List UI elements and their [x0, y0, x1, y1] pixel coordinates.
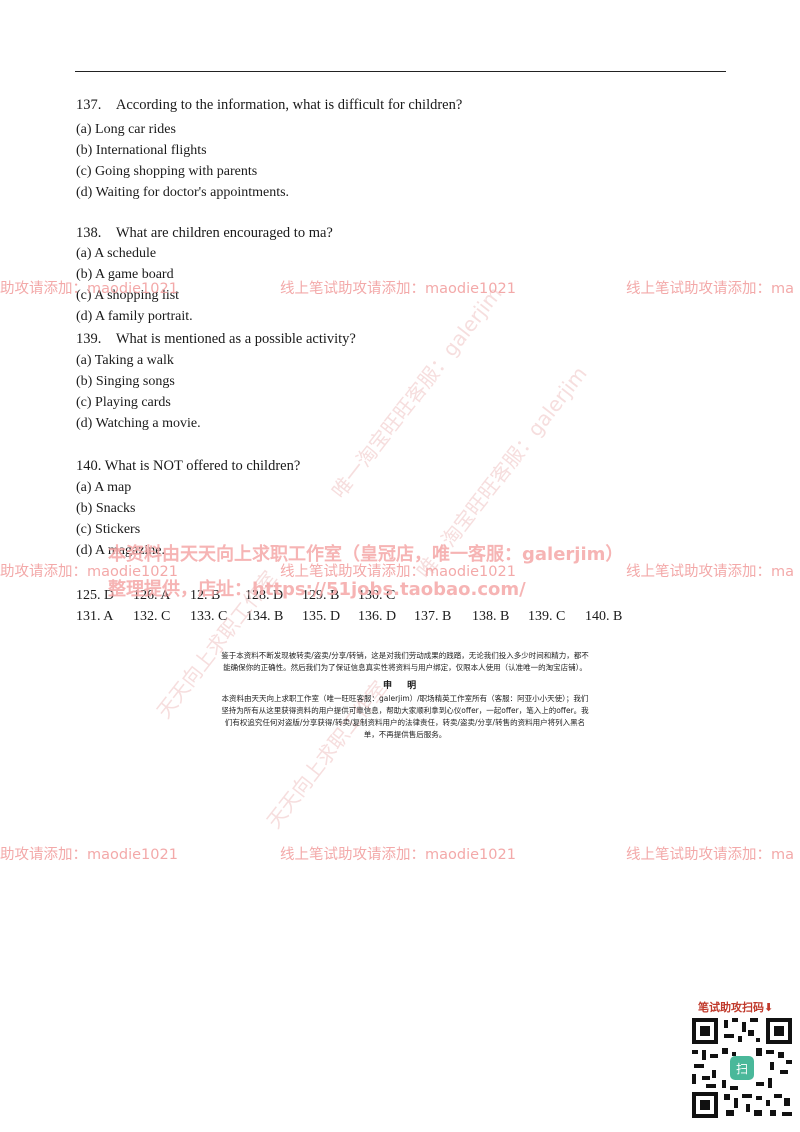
notice-body: 本资料由天天向上求职工作室（唯一旺旺客服：galerjim）/职场精英工作室所有… [221, 694, 589, 739]
watermark-right-1: 线上笔试助攻请添加：ma [626, 281, 795, 297]
answer-131: 131. A [76, 609, 114, 624]
watermark-studio-main: 本资料由天天向上求职工作室（皇冠店，唯一客服：galerjim） [108, 544, 624, 565]
answer-133: 133. C [190, 609, 228, 624]
answer-135: 135. D [302, 609, 341, 624]
answer-126: 126. A [133, 588, 171, 603]
answer-136: 136. D [358, 609, 397, 624]
question-137-option-a: (a) Long car rides [76, 122, 176, 137]
watermark-right-2: 线上笔试助攻请添加：ma [626, 564, 795, 580]
notice-intro: 鉴于本资料不断发现被转卖/盗卖/分享/转销，这是对我们劳动成果的践踏，无论我们投… [221, 651, 589, 672]
question-140-option-a: (a) A map [76, 480, 132, 495]
answer-134: 134. B [246, 609, 284, 624]
answer-138: 138. B [472, 609, 510, 624]
question-138-option-c: (c) A shopping list [76, 288, 180, 303]
answer-132: 132. C [133, 609, 171, 624]
question-139-option-a: (a) Taking a walk [76, 353, 174, 368]
question-139-option-b: (b) Singing songs [76, 374, 175, 389]
question-139-option-d: (d) Watching a movie. [76, 416, 201, 431]
answer-139: 139. C [528, 609, 566, 624]
qr-center-glyph: 扫 [736, 1062, 748, 1076]
qr-code-image[interactable]: 扫 [690, 1016, 794, 1120]
question-138-option-d: (d) A family portrait. [76, 309, 193, 324]
question-137-stem: 137. According to the information, what … [76, 97, 463, 113]
watermark-diagonal-1: 唯一淘宝旺旺客服：galerjim [326, 281, 507, 503]
question-140-option-c: (c) Stickers [76, 522, 141, 537]
answer-140: 140. B [585, 609, 623, 624]
question-140-option-d: (d) A magazine. [76, 543, 166, 558]
answer-129: 129. B [302, 588, 340, 603]
watermark-right-3: 线上笔试助攻请添加：ma [626, 847, 795, 863]
watermark-studio-url: 整理提供，店址：https://51jobs.taobao.com/ [108, 579, 526, 600]
qr-label: 笔试助攻扫码⬇ [698, 1001, 774, 1014]
answer-130: 130. C [358, 588, 396, 603]
question-138-stem: 138. What are children encouraged to ma? [76, 225, 333, 241]
watermark-center-1: 线上笔试助攻请添加：maodie1021 [280, 281, 516, 297]
watermark-left-3: 助攻请添加：maodie1021 [0, 847, 178, 863]
answer-137: 137. B [414, 609, 452, 624]
question-137-option-d: (d) Waiting for doctor's appointments. [76, 185, 290, 200]
watermark-left-2: 助攻请添加：maodie1021 [0, 564, 178, 580]
answer-127: 12. B [190, 588, 221, 603]
question-140-option-b: (b) Snacks [76, 501, 136, 516]
question-139-stem: 139. What is mentioned as a possible act… [76, 331, 356, 347]
watermark-left-1: 助攻请添加：maodie1021 [0, 281, 178, 297]
question-138-option-b: (b) A game board [76, 267, 174, 282]
notice-title: 申 明 [383, 681, 423, 691]
answer-128: 128. D [245, 588, 284, 603]
watermark-center-2: 线上笔试助攻请添加：maodie1021 [280, 564, 516, 580]
header-rule [75, 71, 726, 72]
question-140-stem: 140. What is NOT offered to children? [76, 458, 301, 474]
question-137-option-b: (b) International flights [76, 143, 207, 158]
question-137-option-c: (c) Going shopping with parents [76, 164, 258, 179]
answer-125: 125. D [76, 588, 115, 603]
watermark-center-3: 线上笔试助攻请添加：maodie1021 [280, 847, 516, 863]
question-138-option-a: (a) A schedule [76, 246, 157, 261]
question-139-option-c: (c) Playing cards [76, 395, 171, 410]
